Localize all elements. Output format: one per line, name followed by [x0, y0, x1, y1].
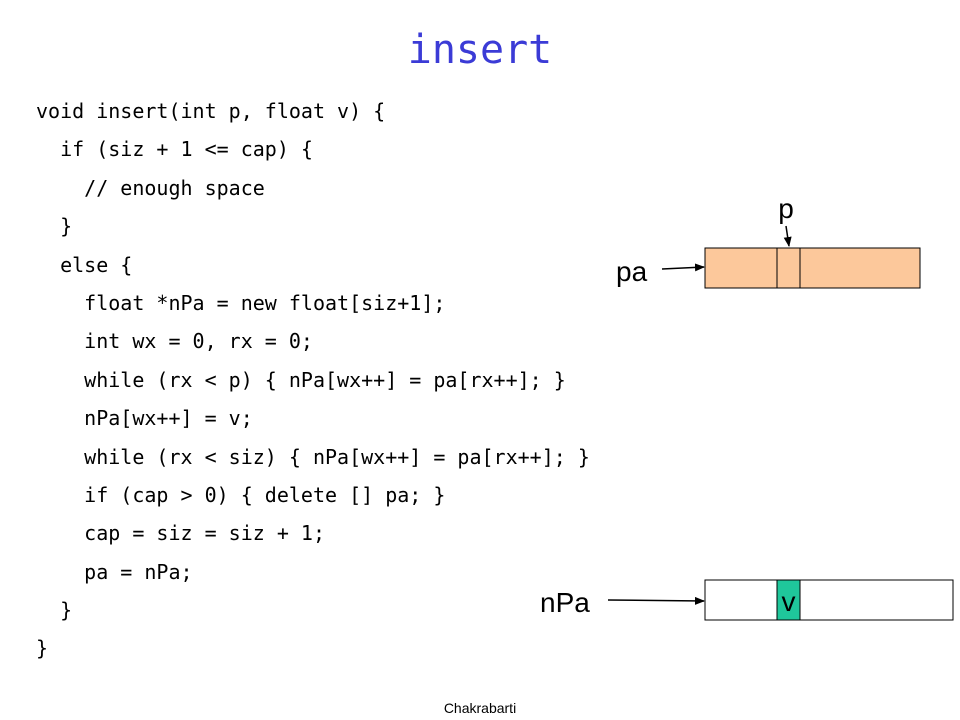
new-value-label: v — [782, 586, 796, 617]
old-array-pointer-arrow — [661, 263, 705, 272]
code-line: else { — [36, 252, 133, 277]
code-line: } — [36, 636, 49, 661]
old-array-box — [704, 247, 921, 289]
new-array-pointer-arrow — [607, 596, 705, 605]
code-line: void insert(int p, float v) { — [36, 99, 386, 123]
slide-title: insert — [407, 27, 553, 73]
code-line: float *nPa = new float[siz+1]; — [36, 290, 446, 315]
old-array-label: pa — [616, 256, 648, 287]
new-array-label: nPa — [540, 587, 590, 618]
position-pointer-arrow — [783, 225, 792, 247]
code-line: cap = siz = siz + 1; — [36, 521, 325, 546]
code-block: void insert(int p, float v) { if (siz + … — [36, 92, 590, 668]
code-line: if (cap > 0) { delete [] pa; } — [36, 482, 446, 507]
new-array-box — [704, 579, 954, 621]
footer-author: Chakrabarti — [443, 700, 517, 716]
position-label: p — [778, 193, 794, 224]
code-line: while (rx < p) { nPa[wx++] = pa[rx++]; } — [36, 367, 566, 392]
code-line: if (siz + 1 <= cap) { — [36, 137, 313, 162]
code-line: } — [36, 598, 73, 623]
code-line: while (rx < siz) { nPa[wx++] = pa[rx++];… — [36, 444, 590, 469]
code-line: } — [36, 214, 73, 239]
code-line: pa = nPa; — [36, 559, 193, 584]
code-line: // enough space — [36, 175, 265, 200]
code-line: nPa[wx++] = v; — [36, 406, 253, 431]
new-value-cell — [776, 579, 801, 621]
code-line: int wx = 0, rx = 0; — [36, 329, 313, 354]
